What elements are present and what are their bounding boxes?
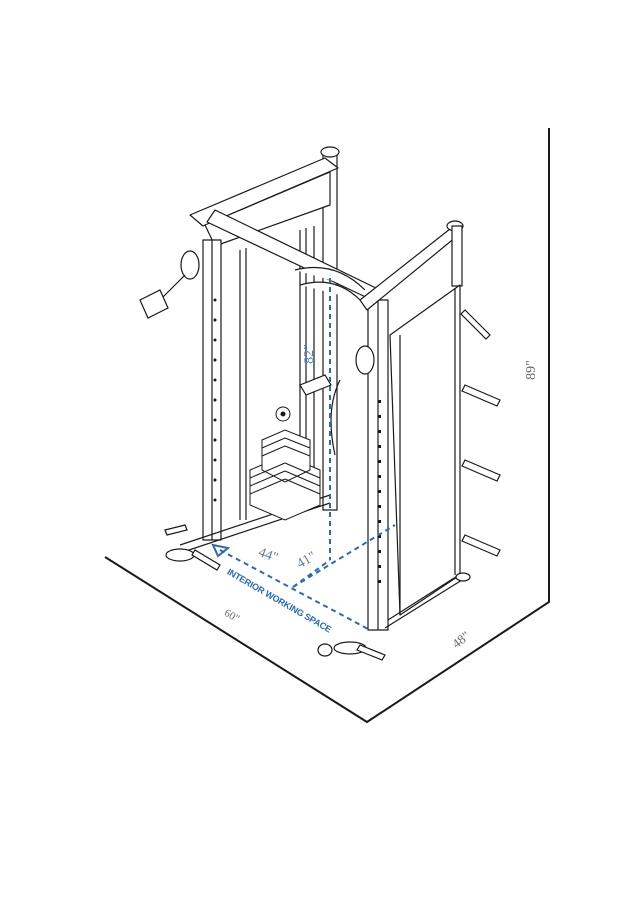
floor-feet (164, 524, 471, 661)
interior-dimension-lines (219, 278, 396, 631)
plate-horns (460, 309, 501, 557)
floor-outline (104, 128, 550, 724)
weight-stack (249, 406, 321, 521)
upright-holes (213, 298, 381, 583)
cable-pulleys (139, 250, 375, 456)
dimension-overall-height: 89" (523, 360, 539, 380)
interior-arrow-icon (211, 543, 231, 558)
dimension-interior-height: 82" (301, 344, 317, 364)
